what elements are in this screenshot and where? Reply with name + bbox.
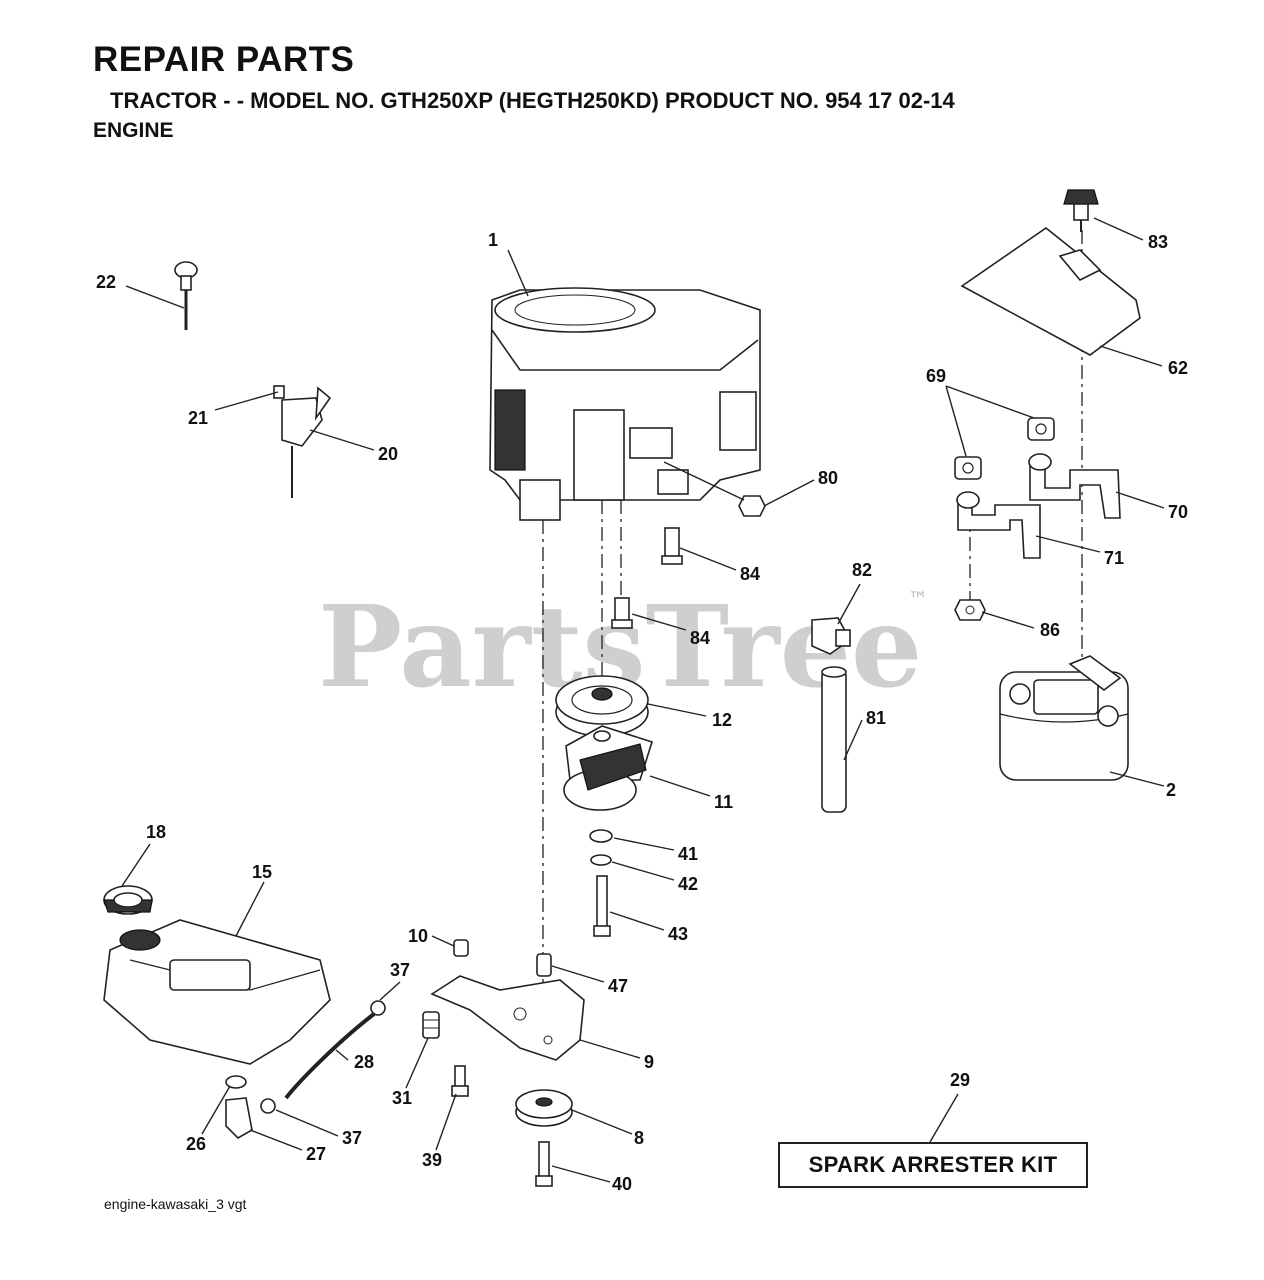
callout-39: 39 [422,1150,442,1170]
callout-9: 9 [644,1052,654,1072]
exhaust-pipe-icon [956,453,1121,559]
callout-43: 43 [668,924,688,944]
drain-hose-icon [821,666,847,813]
gasket-icon [954,417,1055,480]
idler-pulley-icon [515,1089,573,1127]
callout-2: 2 [1166,780,1176,800]
callout-37-top: 37 [390,960,410,980]
callout-28: 28 [354,1052,374,1072]
fuel-cap-icon [103,885,153,915]
muffler-icon [999,655,1129,781]
callout-8: 8 [634,1128,644,1148]
spacer-icon [453,939,552,977]
callout-41: 41 [678,844,698,864]
callout-47: 47 [608,976,628,996]
callout-18: 18 [146,822,166,842]
throttle-bracket-icon [273,385,332,498]
callout-70: 70 [1168,502,1188,522]
callout-20: 20 [378,444,398,464]
fuel-tank-icon [103,919,331,1065]
pto-clutch-icon [563,725,654,811]
callout-15: 15 [252,862,272,882]
hose-clamp-icon [260,1000,386,1114]
engine-icon [489,287,761,521]
drain-elbow-icon [811,617,852,655]
callout-83: 83 [1148,232,1168,252]
leader-lines [121,217,1165,1183]
callout-12: 12 [712,710,732,730]
page-title: REPAIR PARTS [93,40,355,79]
callout-62: 62 [1168,358,1188,378]
callout-27: 27 [306,1144,326,1164]
heat-shield-icon [960,227,1141,356]
spring-icon [422,1011,440,1039]
nut-icon [954,599,986,621]
bolt-icon [593,875,611,937]
callout-82: 82 [852,560,872,580]
fuel-line-icon [284,1012,376,1100]
washer-icon [589,829,613,866]
callout-86: 86 [1040,620,1060,640]
callout-69: 69 [926,366,946,386]
callout-37-bottom: 37 [342,1128,362,1148]
dipstick-icon [174,261,198,330]
callout-80: 80 [818,468,838,488]
callout-1: 1 [488,230,498,250]
fuel-valve-icon [225,1075,253,1139]
section-title: ENGINE [93,119,174,142]
watermark-trademark: ™ [908,587,928,611]
spark-arrester-kit-label: SPARK ARRESTER KIT [778,1142,1088,1188]
bolt-icon [611,527,683,629]
callout-31: 31 [392,1088,412,1108]
bolt-icon [535,1141,553,1187]
callout-26: 26 [186,1134,206,1154]
callout-71: 71 [1104,548,1124,568]
knob-icon [1063,189,1099,232]
bolt-icon [451,1065,469,1097]
callout-40: 40 [612,1174,632,1194]
model-line: TRACTOR - - MODEL NO. GTH250XP (HEGTH250… [110,88,955,113]
file-reference: engine-kawasaki_3 vgt [104,1196,247,1212]
bracket-plate-icon [430,975,585,1061]
callout-10: 10 [408,926,428,946]
callout-84-top: 84 [740,564,760,584]
callout-11: 11 [714,792,733,812]
callout-84-bottom: 84 [690,628,710,648]
callout-29: 29 [950,1070,970,1090]
callout-22: 22 [96,272,116,292]
callout-42: 42 [678,874,698,894]
nut-icon [738,495,766,517]
callout-labels: 1 2 8 9 10 11 12 15 18 20 21 22 26 27 28… [96,230,1188,1194]
callout-21: 21 [188,408,208,428]
callout-81: 81 [866,708,886,728]
